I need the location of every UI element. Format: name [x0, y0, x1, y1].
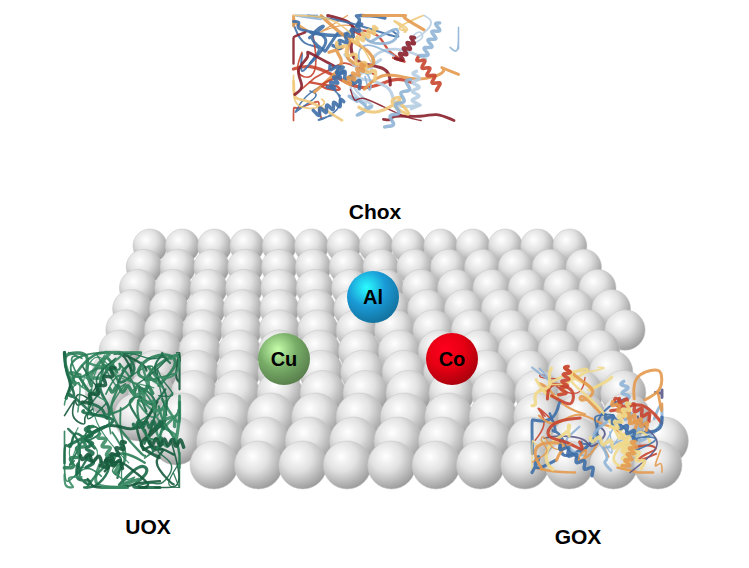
protein-ribbon [385, 80, 411, 127]
protein-ribbon [450, 27, 458, 51]
protein-ribbon [417, 57, 440, 91]
protein-ribbon [559, 366, 571, 394]
metal-atom [323, 441, 371, 489]
enzyme-label: UOX [125, 515, 171, 539]
metal-atom [190, 441, 238, 489]
metal-sphere: Co [426, 333, 478, 385]
metal-slab [85, 229, 688, 489]
protein-ribbon [344, 64, 365, 84]
enzyme-region: UOX [0, 276, 310, 568]
protein-ribbon [610, 403, 630, 428]
region-circle [203, 0, 547, 280]
enzyme-region: Chox [203, 0, 547, 280]
metal-atom [412, 441, 460, 489]
protein-ribbon [532, 368, 550, 381]
protein-ribbon [532, 368, 551, 406]
protein-structure [294, 16, 459, 128]
protein-ribbon [657, 392, 662, 410]
protein-structure [532, 366, 662, 475]
protein-ribbon [82, 368, 115, 404]
protein-ribbon [411, 71, 419, 108]
protein-ribbon [150, 439, 184, 448]
protein-ribbon [420, 23, 440, 56]
protein-ribbon [634, 370, 662, 400]
protein-ribbon [110, 386, 153, 394]
protein-ribbon [622, 442, 636, 466]
enzyme-region: GOX [432, 240, 749, 568]
metal-atom [501, 441, 549, 489]
metal-atom [234, 441, 282, 489]
protein-ribbon [102, 479, 134, 487]
metal-sphere: Al [347, 271, 399, 323]
protein-ribbon [294, 32, 306, 63]
enzyme-label: Chox [349, 200, 402, 224]
enzyme-label: GOX [555, 525, 602, 549]
protein-ribbon [321, 16, 374, 67]
protein-ribbon [65, 474, 82, 487]
protein-ribbon [130, 389, 166, 450]
protein-ribbon [313, 99, 344, 115]
protein-ribbon [64, 426, 93, 467]
metal-atom [368, 441, 416, 489]
protein-structure [64, 353, 183, 488]
protein-ribbon [359, 97, 409, 114]
protein-ribbon [550, 368, 604, 385]
protein-ribbon [155, 355, 179, 378]
protein-ribbon [169, 462, 180, 487]
protein-ribbon [133, 421, 163, 428]
element-label: Al [363, 286, 383, 309]
protein-ribbon [395, 37, 414, 60]
protein-ribbon [560, 445, 593, 476]
protein-ribbon [133, 390, 175, 426]
protein-ribbon [136, 444, 171, 486]
protein-ribbons [64, 16, 662, 488]
protein-ribbon [81, 454, 123, 468]
metal-atom [456, 441, 504, 489]
protein-ribbon [350, 89, 421, 120]
element-label: Cu [271, 348, 298, 371]
metal-atom [279, 441, 327, 489]
protein-ribbon [655, 450, 662, 472]
metal-sphere: Cu [258, 333, 310, 385]
element-label: Co [439, 348, 466, 371]
protein-ribbon [352, 27, 377, 44]
protein-ribbon [159, 406, 180, 467]
protein-ribbon [548, 418, 582, 449]
region-circle [432, 240, 749, 568]
